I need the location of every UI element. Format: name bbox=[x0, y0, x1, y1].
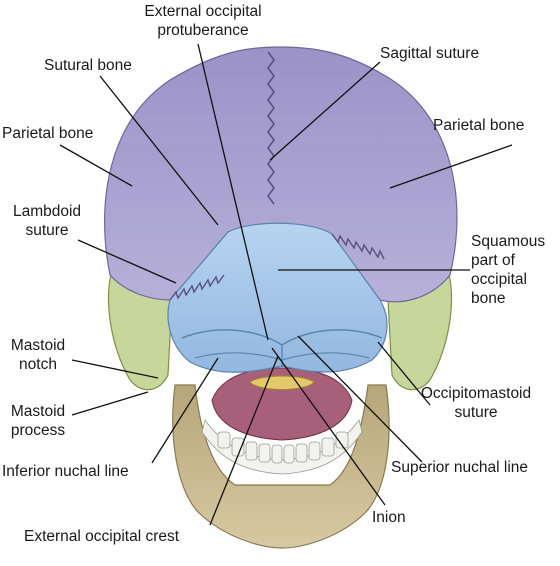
teeth bbox=[201, 419, 363, 475]
label-squamous-part: Squamous part of occipital bone bbox=[471, 232, 545, 308]
label-parietal-bone-right: Parietal bone bbox=[433, 117, 525, 134]
label-sagittal-suture: Sagittal suture bbox=[380, 45, 480, 62]
label-external-occipital-crest: External occipital crest bbox=[24, 528, 180, 545]
label-line: process bbox=[10, 422, 66, 439]
label-line: protuberance bbox=[157, 22, 249, 39]
occipital-bone bbox=[167, 222, 388, 373]
label-line: Lambdoid bbox=[12, 203, 82, 220]
atlas-vertebra bbox=[249, 375, 315, 390]
label-inion: Inion bbox=[372, 509, 406, 526]
label-line: part of bbox=[471, 252, 515, 269]
label-line: notch bbox=[19, 356, 57, 373]
mandible bbox=[172, 384, 390, 549]
label-inferior-nuchal-line: Inferior nuchal line bbox=[2, 463, 129, 480]
label-line: Mastoid bbox=[10, 337, 66, 354]
leader-lines bbox=[59, 43, 513, 526]
label-occipitomastoid-suture: Occipitomastoid suture bbox=[408, 384, 544, 422]
label-superior-nuchal-line: Superior nuchal line bbox=[391, 459, 529, 476]
label-line: bone bbox=[471, 290, 506, 307]
label-lambdoid-suture: Lambdoid suture bbox=[2, 202, 92, 240]
label-line: Occipitomastoid bbox=[420, 385, 532, 402]
label-line: Mastoid bbox=[10, 403, 66, 420]
label-line: occipital bbox=[471, 271, 527, 288]
label-line: suture bbox=[454, 404, 498, 421]
label-mastoid-notch: Mastoid notch bbox=[2, 336, 74, 374]
label-line: External occipital bbox=[144, 3, 262, 20]
label-sutural-bone: Sutural bone bbox=[44, 57, 132, 74]
sagittal-suture-line bbox=[267, 51, 275, 205]
label-parietal-bone-left: Parietal bone bbox=[2, 125, 94, 142]
label-line: Squamous bbox=[471, 233, 546, 250]
label-line: suture bbox=[25, 222, 69, 239]
label-mastoid-process: Mastoid process bbox=[2, 402, 74, 440]
label-external-occipital-protuberance: External occipital protuberance bbox=[118, 2, 288, 40]
lambdoid-suture-line bbox=[169, 233, 385, 301]
